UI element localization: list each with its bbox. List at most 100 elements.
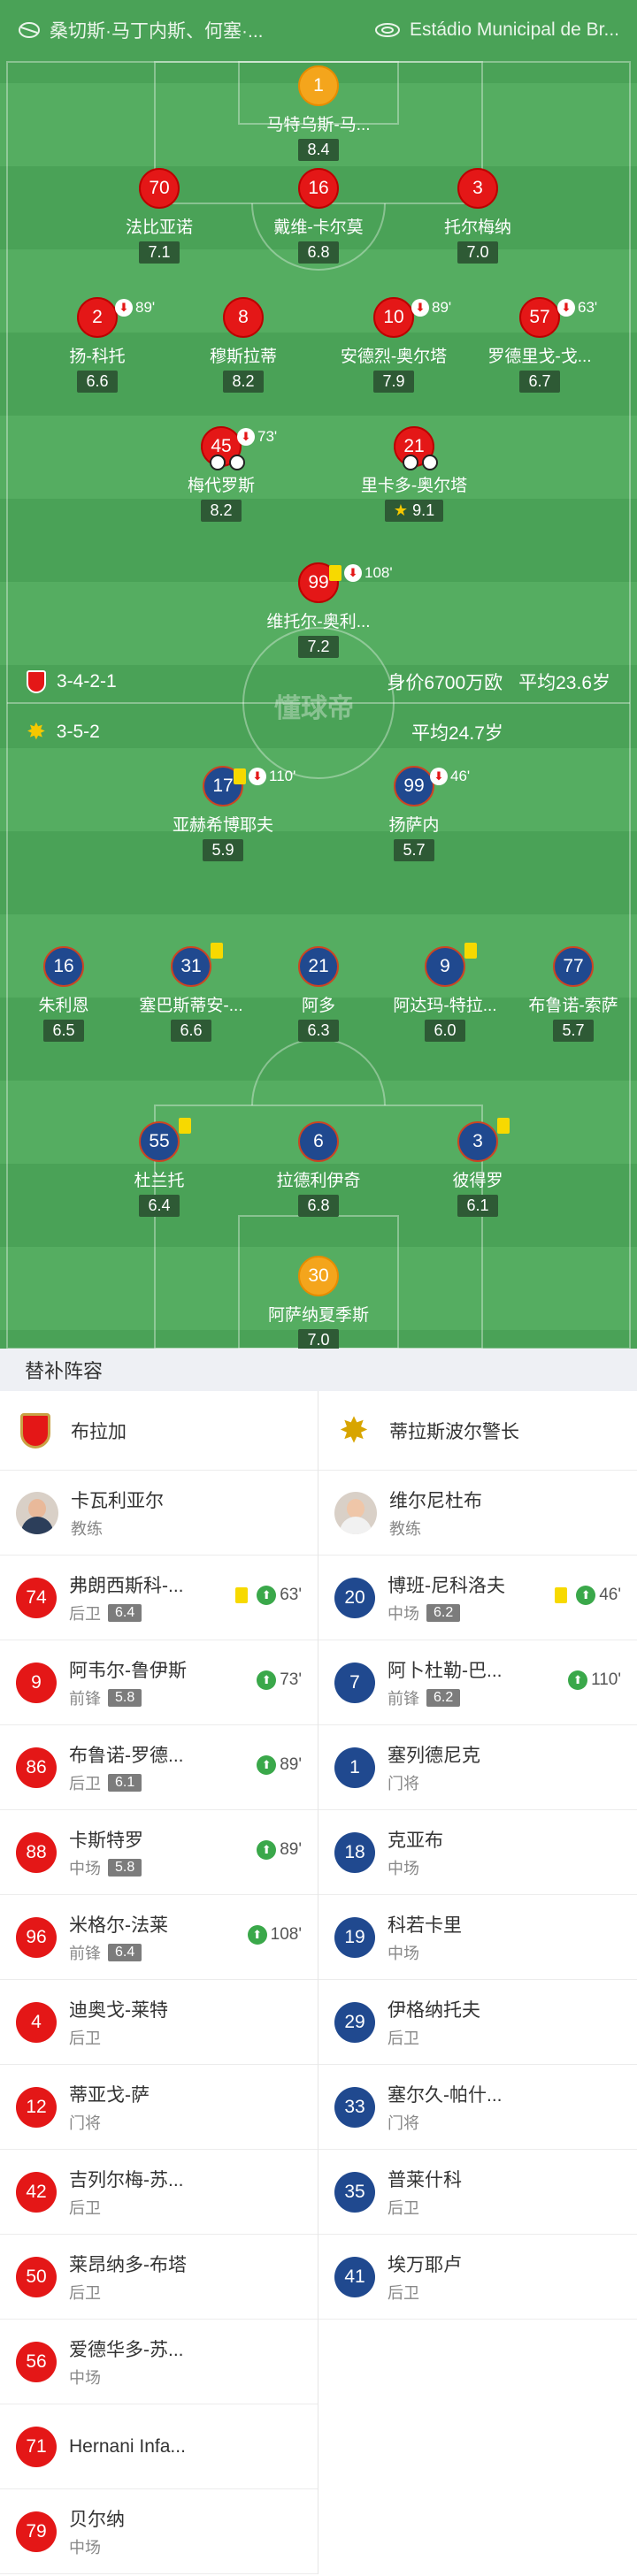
away-formation-row: ✸3-5-2 平均24.7岁 — [27, 718, 503, 745]
coach-avatar — [16, 1491, 58, 1534]
away-player-17[interactable]: 17 ⬇110' 亚赫希博耶夫 5.9 — [134, 766, 311, 861]
home-player-1[interactable]: 1 马特乌斯-马... 8.4 — [230, 65, 407, 161]
player-position: 中场 — [69, 1859, 101, 1877]
home-player-99[interactable]: 99 ⬇108' 维托尔-奥利... 7.2 — [230, 562, 407, 658]
sub-in-badge: ⬆46' — [555, 1586, 621, 1605]
player-position: 中场 — [388, 1859, 419, 1877]
jersey-number: 96 — [16, 1916, 57, 1958]
player-name: 科若卡里 — [388, 1915, 462, 1936]
home-player-2[interactable]: 2 ⬇89' 扬-科托 6.6 — [9, 297, 186, 393]
player-name: 吉列尔梅-苏... — [69, 2169, 184, 2190]
home-team-row[interactable]: 布拉加 — [0, 1391, 318, 1471]
player-rating: 6.4 — [108, 1943, 142, 1961]
player-name: 蒂亚戈-萨 — [69, 2084, 150, 2106]
away-team-row[interactable]: ✸ 蒂拉斯波尔警长 — [318, 1391, 637, 1471]
player-name: 贝尔纳 — [69, 2509, 125, 2530]
away-player-31[interactable]: 31 塞巴斯蒂安-... 6.6 — [103, 943, 280, 1042]
jersey-number: 1 — [334, 1747, 375, 1788]
player-name: 卡斯特罗 — [69, 1830, 143, 1851]
home-player-45[interactable]: 45 ⬇73' 梅代罗斯 8.2 — [133, 426, 310, 522]
home-player-57[interactable]: 57 ⬇63' 罗德里戈-戈... 6.7 — [451, 297, 628, 393]
yellow-card-icon — [329, 565, 342, 581]
jersey-number: 56 — [16, 2341, 57, 2382]
player-name: 伊格纳托夫 — [388, 1999, 480, 2021]
player-position: 中场 — [388, 1604, 419, 1623]
assist-icon — [229, 455, 245, 470]
player-name: 米格尔-法莱 — [69, 1915, 168, 1936]
home-player-3[interactable]: 3 托尔梅纳 7.0 — [389, 168, 566, 264]
stadium-icon — [375, 23, 401, 37]
substitutes-title: 替补阵容 — [0, 1349, 637, 1391]
away-player-55[interactable]: 55 杜兰托 6.4 — [71, 1118, 248, 1217]
sub-in-icon: ⬆ — [247, 1925, 267, 1945]
jersey-number: 4 — [16, 2001, 57, 2043]
home-sub-row[interactable]: 96 米格尔-法莱前锋 6.4 ⬆108' — [0, 1895, 318, 1980]
home-player-8[interactable]: 8 穆斯拉蒂 8.2 — [155, 297, 332, 393]
player-position: 后卫 — [69, 2283, 101, 2302]
player-position: 后卫 — [388, 2283, 419, 2302]
home-player-10[interactable]: 10 ⬇89' 安德烈-奥尔塔 7.9 — [305, 297, 482, 393]
player-name: 弗朗西斯科-... — [69, 1575, 184, 1596]
away-player-30[interactable]: 30 阿萨纳夏季斯 7.0 — [230, 1256, 407, 1349]
jersey-number: 7 — [334, 1662, 375, 1703]
yellow-card-icon — [497, 1118, 510, 1134]
jersey-number: 33 — [334, 2086, 375, 2128]
player-position: 前锋 — [69, 1944, 101, 1962]
home-player-21[interactable]: 21 里卡多-奥尔塔 ★ 9.1 — [326, 426, 503, 522]
sub-out-badge: ⬇89' — [115, 299, 155, 317]
home-player-70[interactable]: 70 法比亚诺 7.1 — [71, 168, 248, 264]
sub-out-icon: ⬇ — [430, 768, 448, 785]
sub-in-badge: ⬆63' — [235, 1586, 302, 1605]
yellow-card-icon — [234, 768, 246, 784]
sub-in-badge: ⬆108' — [247, 1925, 302, 1945]
home-player-16[interactable]: 16 戴维-卡尔莫 6.8 — [230, 168, 407, 264]
player-position: 后卫 — [69, 1604, 101, 1623]
goal-icon — [403, 455, 418, 470]
sub-in-icon: ⬆ — [257, 1840, 277, 1860]
away-coach-row[interactable]: 维尔尼杜布教练 — [318, 1471, 637, 1556]
sub-in-icon: ⬆ — [568, 1670, 588, 1690]
player-name: 克亚布 — [388, 1830, 443, 1851]
away-player-9[interactable]: 9 阿达玛-特拉... 6.0 — [357, 943, 533, 1042]
away-player-21[interactable]: 21 阿多 6.3 — [230, 946, 407, 1042]
home-coach-row[interactable]: 卡瓦利亚尔教练 — [0, 1471, 318, 1556]
player-position: 后卫 — [388, 2029, 419, 2047]
yellow-card-icon — [179, 1118, 191, 1134]
home-team-crest-icon — [16, 1411, 55, 1450]
away-player-99[interactable]: 99 ⬇46' 扬萨内 5.7 — [326, 766, 503, 861]
away-player-6[interactable]: 6 拉德利伊奇 6.8 — [230, 1121, 407, 1217]
player-name: Hernani Infa... — [69, 2435, 186, 2457]
home-sub-row[interactable]: 56 爱德华多-苏... 中场 — [0, 2320, 318, 2404]
sub-out-icon: ⬇ — [115, 299, 133, 317]
card-badge — [211, 943, 223, 959]
sub-out-icon: ⬇ — [557, 299, 575, 317]
away-player-3[interactable]: 3 彼得罗 6.1 — [389, 1118, 566, 1217]
sub-in-badge: ⬆110' — [568, 1670, 621, 1690]
player-position: 后卫 — [388, 2198, 419, 2217]
away-player-16[interactable]: 16 朱利恩 6.5 — [0, 946, 152, 1042]
away-player-77[interactable]: 77 布鲁诺-索萨 5.7 — [485, 946, 637, 1042]
player-name: 爱德华多-苏... — [69, 2339, 184, 2360]
player-position: 中场 — [69, 2368, 101, 2387]
venue-label: Estádio Municipal de Br... — [410, 19, 619, 40]
